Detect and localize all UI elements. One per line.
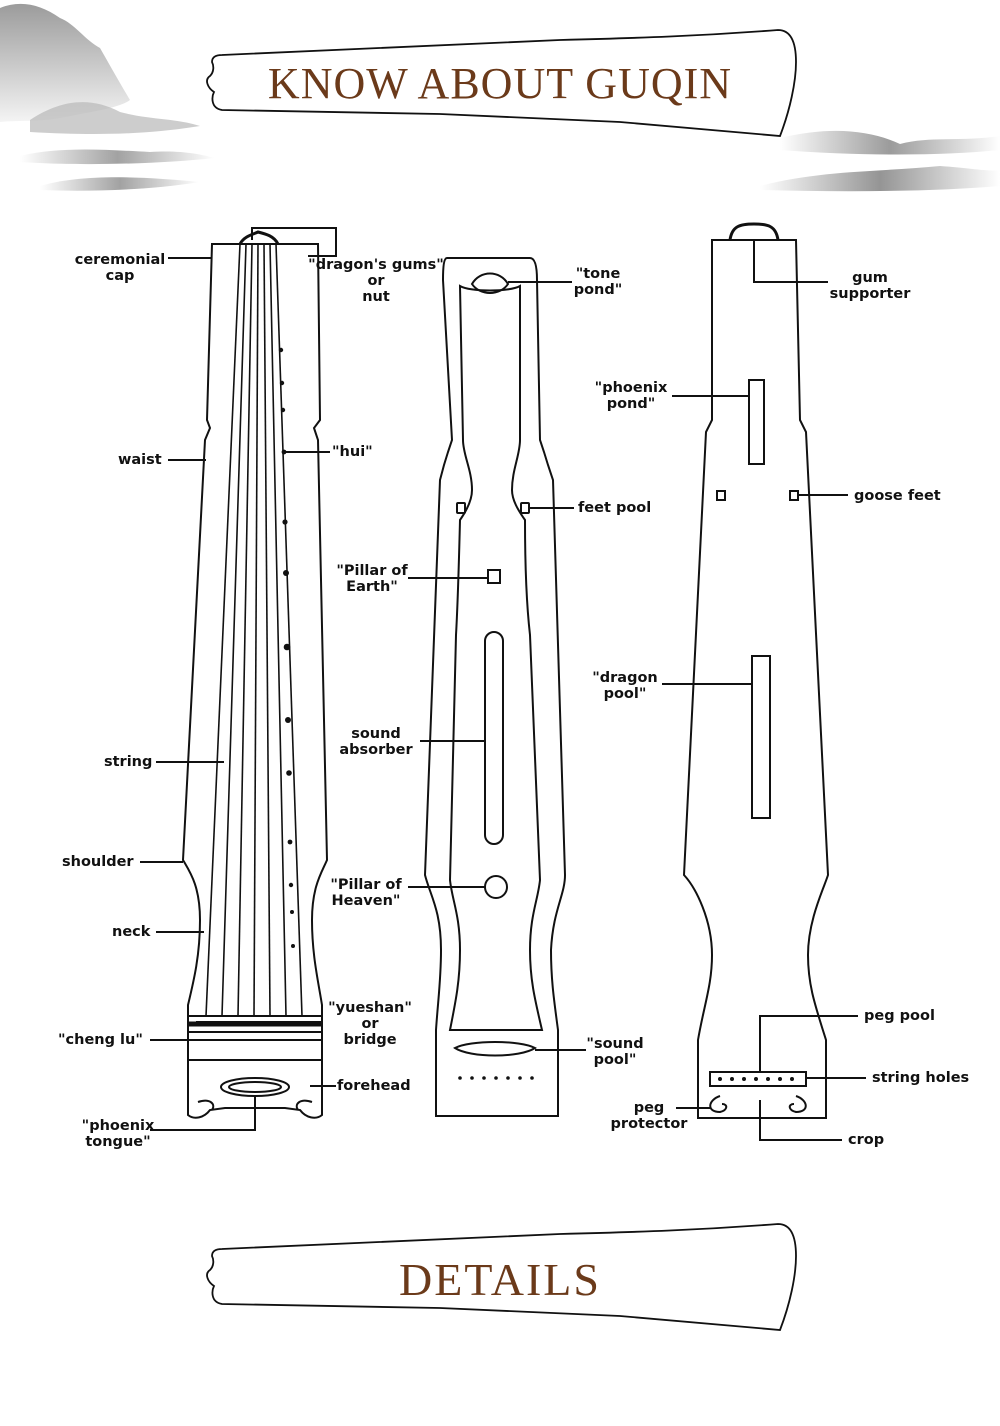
label-peg-pool: peg pool bbox=[864, 1008, 935, 1024]
label-feet-pool: feet pool bbox=[578, 500, 652, 516]
guqin-middle-view bbox=[423, 257, 567, 1117]
label-string: string bbox=[104, 754, 153, 770]
label-cheng-lu: "cheng lu" bbox=[58, 1032, 143, 1048]
label-crop: crop bbox=[848, 1132, 885, 1148]
label-waist: waist bbox=[118, 452, 162, 468]
string-hole-dots bbox=[718, 1077, 794, 1081]
title-banner-bottom bbox=[206, 1223, 797, 1331]
guqin-top-view bbox=[181, 230, 329, 1119]
strings bbox=[205, 243, 303, 1017]
section-title-details: DETAILS bbox=[399, 1254, 601, 1305]
mountain-decoration-left bbox=[0, 3, 215, 191]
guqin-bottom-view bbox=[682, 222, 830, 1119]
label-goose-feet: goose feet bbox=[854, 488, 941, 504]
label-forehead: forehead bbox=[337, 1078, 411, 1094]
page-title: KNOW ABOUT GUQIN bbox=[267, 59, 733, 108]
label-shoulder: shoulder bbox=[62, 854, 134, 870]
sound-pool-dots bbox=[458, 1076, 534, 1080]
mountain-decoration-right bbox=[760, 130, 1000, 192]
label-hui: "hui" bbox=[332, 444, 373, 460]
label-string-holes: string holes bbox=[872, 1070, 970, 1086]
hui-dots bbox=[278, 347, 295, 948]
leader-lines bbox=[140, 227, 866, 1141]
title-banner-top bbox=[206, 29, 797, 137]
label-neck: neck bbox=[112, 924, 151, 940]
